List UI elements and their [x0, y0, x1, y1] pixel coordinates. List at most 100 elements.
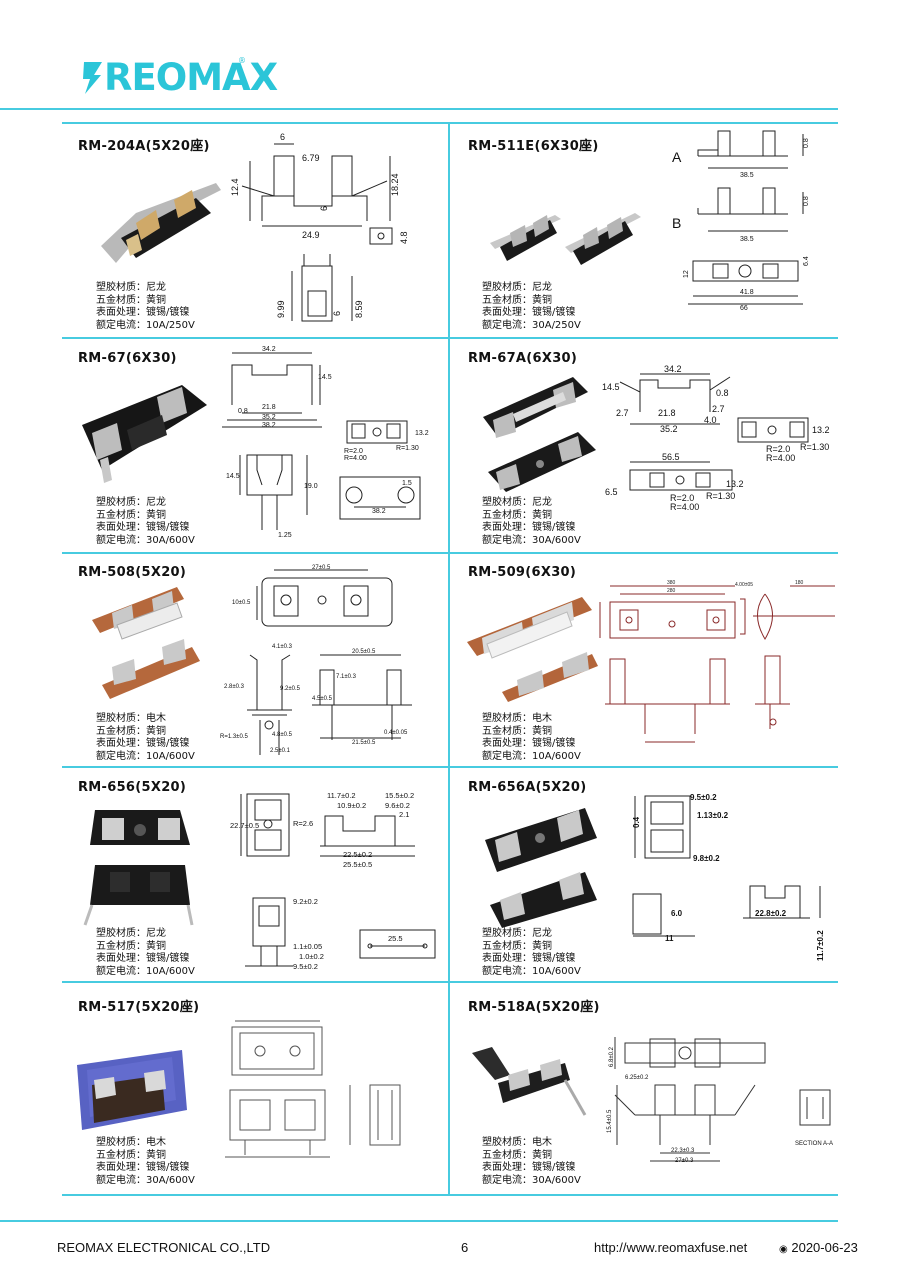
dim-label: R=2.0	[766, 444, 790, 454]
product-title: RM-517(5X20座)	[78, 1000, 200, 1015]
product-title: RM-656A(5X20)	[468, 780, 587, 795]
spec-metal: 五金材质：黄铜	[96, 509, 166, 521]
dim-label: 7.1±0.3	[336, 674, 357, 680]
dim-label: R=1.3±0.5	[220, 734, 248, 740]
spec-rating: 额定电流：10A/250V	[96, 319, 195, 331]
product-photo	[485, 808, 597, 928]
grid-rule	[62, 981, 838, 983]
dim-label: 10.9±0.2	[337, 801, 366, 810]
dim-label: 6.5	[605, 487, 618, 497]
footer-date-text: 2020-06-23	[791, 1240, 858, 1255]
product-title: RM-656(5X20)	[78, 780, 187, 795]
dim-label: 11.7±0.2	[816, 930, 825, 961]
dimension-drawing: 380 280 4.00±05 180	[599, 580, 835, 743]
dim-label: 22.3±0.3	[671, 1148, 695, 1154]
spec-list: 塑胶材质：尼龙 五金材质：黄铜 表面处理：镀锡/镀镍 额定电流：30A/600V	[96, 497, 195, 547]
grid-divider-vertical	[448, 122, 450, 1195]
dim-label: 14.5	[318, 374, 332, 381]
dim-label: 6.8±0.2	[609, 1046, 615, 1067]
dim-label: 4.00±05	[735, 582, 753, 588]
dim-label: 13.2	[726, 479, 744, 489]
dim-label: 56.5	[662, 452, 680, 462]
dim-label: 22.7±0.5	[230, 821, 259, 830]
dim-label: 14.5	[602, 382, 620, 392]
dim-label: 9.5±0.2	[690, 793, 717, 802]
spec-material: 塑胶材质：电木	[96, 1137, 166, 1148]
spec-list: 塑胶材质：电木 五金材质：黄铜 表面处理：镀锡/镀镍 额定电流：10A/600V	[96, 713, 195, 763]
grid-rule	[62, 337, 838, 339]
dim-label: 6	[319, 206, 329, 211]
dim-label: 21.5±0.5	[352, 740, 376, 746]
spec-finish: 表面处理：镀锡/镀镍	[96, 953, 190, 964]
brand-name: REOMAX	[104, 56, 278, 99]
dim-label: 1.13±0.2	[697, 811, 729, 820]
dim-label: 21.8	[658, 408, 676, 418]
spec-finish: 表面处理：镀锡/镀镍	[482, 738, 576, 749]
grid-rule	[62, 122, 838, 124]
dimension-drawing: 34.2 14.5 0.8 2.7 21.8 2.7 4.0 35.2 13.2…	[602, 364, 830, 512]
spec-material: 塑胶材质：尼龙	[482, 497, 552, 508]
dim-label: 2.7	[712, 404, 725, 414]
dim-label: 0.4±0.05	[384, 730, 408, 736]
page-number: 6	[461, 1240, 469, 1255]
footer-url[interactable]: http://www.reomaxfuse.net	[594, 1240, 748, 1255]
product-photo	[101, 183, 221, 263]
dim-label: 15.4±0.5	[607, 1109, 613, 1133]
spec-list: 塑胶材质：尼龙 五金材质：黄铜 表面处理：镀锡/镀镍 额定电流：10A/600V	[96, 928, 195, 978]
spec-material: 塑胶材质：尼龙	[96, 497, 166, 508]
dim-label: R=4.00	[766, 453, 795, 463]
section-label: SECTION A-A	[795, 1141, 833, 1147]
dim-label: 25.5±0.5	[343, 860, 372, 869]
spec-rating: 额定电流：30A/250V	[482, 319, 581, 331]
spec-list: 塑胶材质：尼龙 五金材质：黄铜 表面处理：镀锡/镀镍 额定电流：30A/600V	[482, 497, 581, 547]
spec-rating: 额定电流：30A/600V	[96, 1174, 195, 1186]
dim-label: 8.59	[354, 300, 364, 318]
dim-label: 19.0	[304, 483, 318, 490]
dim-label: 41.8	[740, 289, 754, 296]
dim-label: 2.7	[616, 408, 629, 418]
product-photo	[82, 385, 207, 483]
dim-label: 9.2±0.5	[280, 686, 301, 692]
product-photo	[483, 377, 596, 492]
dimension-drawing: 27±0.5 10±0.5 4.1±0.3 2.8±0.3 9.2±0.5 R=…	[220, 565, 412, 755]
spec-rating: 额定电流：30A/600V	[96, 534, 195, 546]
spec-rating: 额定电流：10A/600V	[482, 965, 581, 977]
dim-label: 38.5	[740, 172, 754, 179]
dimension-drawing: 9.5±0.2 1.13±0.2 0.4 9.8±0.2 6.0 11 22.8…	[632, 793, 825, 961]
product-title: RM-511E(6X30座)	[468, 139, 599, 154]
dim-label: 0.4	[632, 816, 641, 828]
spec-material: 塑胶材质：尼龙	[96, 282, 166, 293]
dim-label: 4.8	[399, 231, 409, 244]
dim-label: 9.2±0.2	[293, 897, 318, 906]
dim-label: 6.25±0.2	[625, 1075, 649, 1081]
spec-list: 塑胶材质：电木 五金材质：黄铜 表面处理：镀锡/镀镍 额定电流：30A/600V	[482, 1137, 581, 1187]
dim-label: 1.1±0.05	[293, 942, 322, 951]
brand-logo: REOMAX ®	[80, 56, 278, 99]
spec-metal: 五金材质：黄铜	[482, 940, 552, 952]
dim-label: 1.25	[278, 532, 292, 539]
spec-list: 塑胶材质：尼龙 五金材质：黄铜 表面处理：镀锡/镀镍 额定电流：10A/250V	[96, 282, 195, 332]
dim-label: 6	[280, 132, 285, 142]
spec-list: 塑胶材质：电木 五金材质：黄铜 表面处理：镀锡/镀镍 额定电流：10A/600V	[482, 713, 581, 763]
dimension-drawing: 6.8±0.2 6.25±0.2 15.4±0.5 22.3±0.3 27±0.…	[607, 1037, 833, 1164]
dim-label: 4.8±0.5	[272, 732, 293, 738]
dim-label: 25.5	[388, 934, 403, 943]
spec-finish: 表面处理：镀锡/镀镍	[96, 738, 190, 749]
dim-label: 38.2	[372, 508, 386, 515]
product-title: RM-509(6X30)	[468, 565, 577, 580]
dim-label: 10±0.5	[232, 600, 251, 606]
spec-list: 塑胶材质：电木 五金材质：黄铜 表面处理：镀锡/镀镍 额定电流：30A/600V	[96, 1137, 195, 1187]
spec-list: 塑胶材质：尼龙 五金材质：黄铜 表面处理：镀锡/镀镍 额定电流：30A/250V	[482, 282, 581, 332]
dim-label: 27±0.5	[312, 565, 331, 571]
dimension-drawing	[225, 1020, 401, 1158]
header-rule	[0, 108, 838, 110]
dim-label: 14.5	[226, 473, 240, 480]
spec-finish: 表面处理：镀锡/镀镍	[482, 307, 576, 318]
product-photo	[92, 587, 200, 699]
dim-label: 6.79	[302, 153, 320, 163]
dim-label: 15.5±0.2	[385, 791, 414, 800]
dim-label: 20.5±0.5	[352, 649, 376, 655]
dim-label: 2.8±0.3	[224, 684, 245, 690]
dim-label: 0.8	[716, 388, 729, 398]
dim-label: 22.8±0.2	[755, 909, 787, 918]
